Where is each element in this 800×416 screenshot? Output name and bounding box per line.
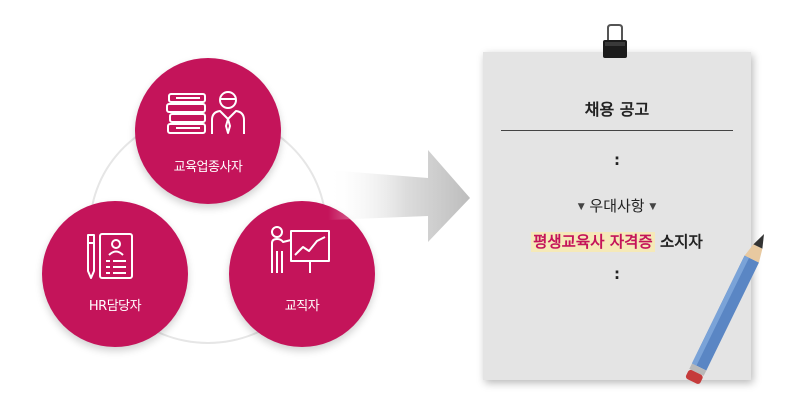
teacher-label: 교직자 [284,299,320,314]
job-posting-paper: 채용 공고 : ▼ 우대사항 ▼ 평생교육사 자격증 소지자 : [483,52,751,380]
arrow-right-icon [328,150,470,242]
books-person-icon [166,91,245,134]
education-worker-circle: 교육업종사자 [135,58,281,204]
ellipsis-top: : [614,151,620,169]
document-pen-icon [87,233,133,279]
preference-heading: ▼ 우대사항 ▼ [483,195,751,216]
preference-label: 우대사항 [589,197,645,215]
teacher-board-icon [271,226,330,273]
pencil-icon [685,234,764,384]
job-posting-title: 채용 공고 [584,100,650,119]
hr-manager-circle: HR담당자 [42,201,188,347]
triangle-down-icon: ▼ [577,202,585,212]
hr-manager-label: HR담당자 [88,299,142,314]
binder-clip-icon [603,24,627,58]
requirement-line: 평생교육사 자격증 소지자 [483,230,751,252]
title-divider [501,130,733,131]
teacher-circle: 교직자 [229,201,375,347]
triangle-down-icon: ▼ [649,202,657,212]
education-worker-label: 교육업종사자 [173,160,243,175]
ellipsis-bottom: : [614,265,620,283]
requirement-suffix: 소지자 [654,233,703,251]
certificate-highlight: 평생교육사 자격증 [531,232,655,252]
